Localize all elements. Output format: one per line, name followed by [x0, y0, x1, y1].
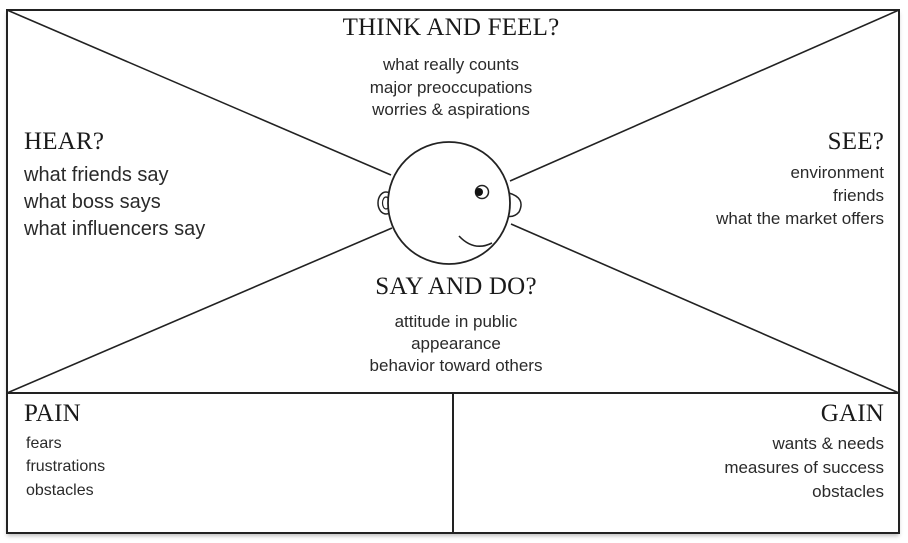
- pain-item: frustrations: [26, 458, 106, 475]
- think-feel-title: THINK AND FEEL?: [342, 14, 560, 41]
- see-title: SEE?: [827, 128, 884, 155]
- diagonal-top-left: [6, 9, 392, 176]
- think-feel-item: major preoccupations: [369, 78, 533, 97]
- hear-item: what influencers say: [24, 218, 206, 240]
- see-item: what the market offers: [716, 209, 884, 228]
- gain-item: obstacles: [812, 482, 884, 501]
- diagonal-top-right: [509, 9, 900, 182]
- hear-title: HEAR?: [24, 128, 105, 155]
- pain-item: fears: [26, 435, 62, 452]
- pain-item: obstacles: [26, 482, 94, 499]
- pain-title: PAIN: [24, 400, 81, 427]
- hear-item: what boss says: [24, 191, 161, 213]
- see-item: friends: [832, 186, 884, 205]
- say-do-title: SAY AND DO?: [375, 273, 537, 300]
- gain-item: wants & needs: [772, 434, 884, 453]
- diagonal-bottom-left: [6, 227, 393, 394]
- hear-item: what friends say: [24, 164, 169, 186]
- say-do-item: behavior toward others: [369, 356, 543, 375]
- see-item: environment: [790, 163, 884, 182]
- diagonal-bottom-right: [510, 223, 900, 394]
- gain-title: GAIN: [820, 400, 884, 427]
- say-do-item: appearance: [411, 334, 501, 353]
- say-do-item: attitude in public: [394, 312, 518, 331]
- gain-item: measures of success: [724, 458, 884, 477]
- head-icon: [377, 141, 522, 265]
- think-feel-item: what really counts: [382, 55, 520, 74]
- think-feel-item: worries & aspirations: [372, 100, 530, 119]
